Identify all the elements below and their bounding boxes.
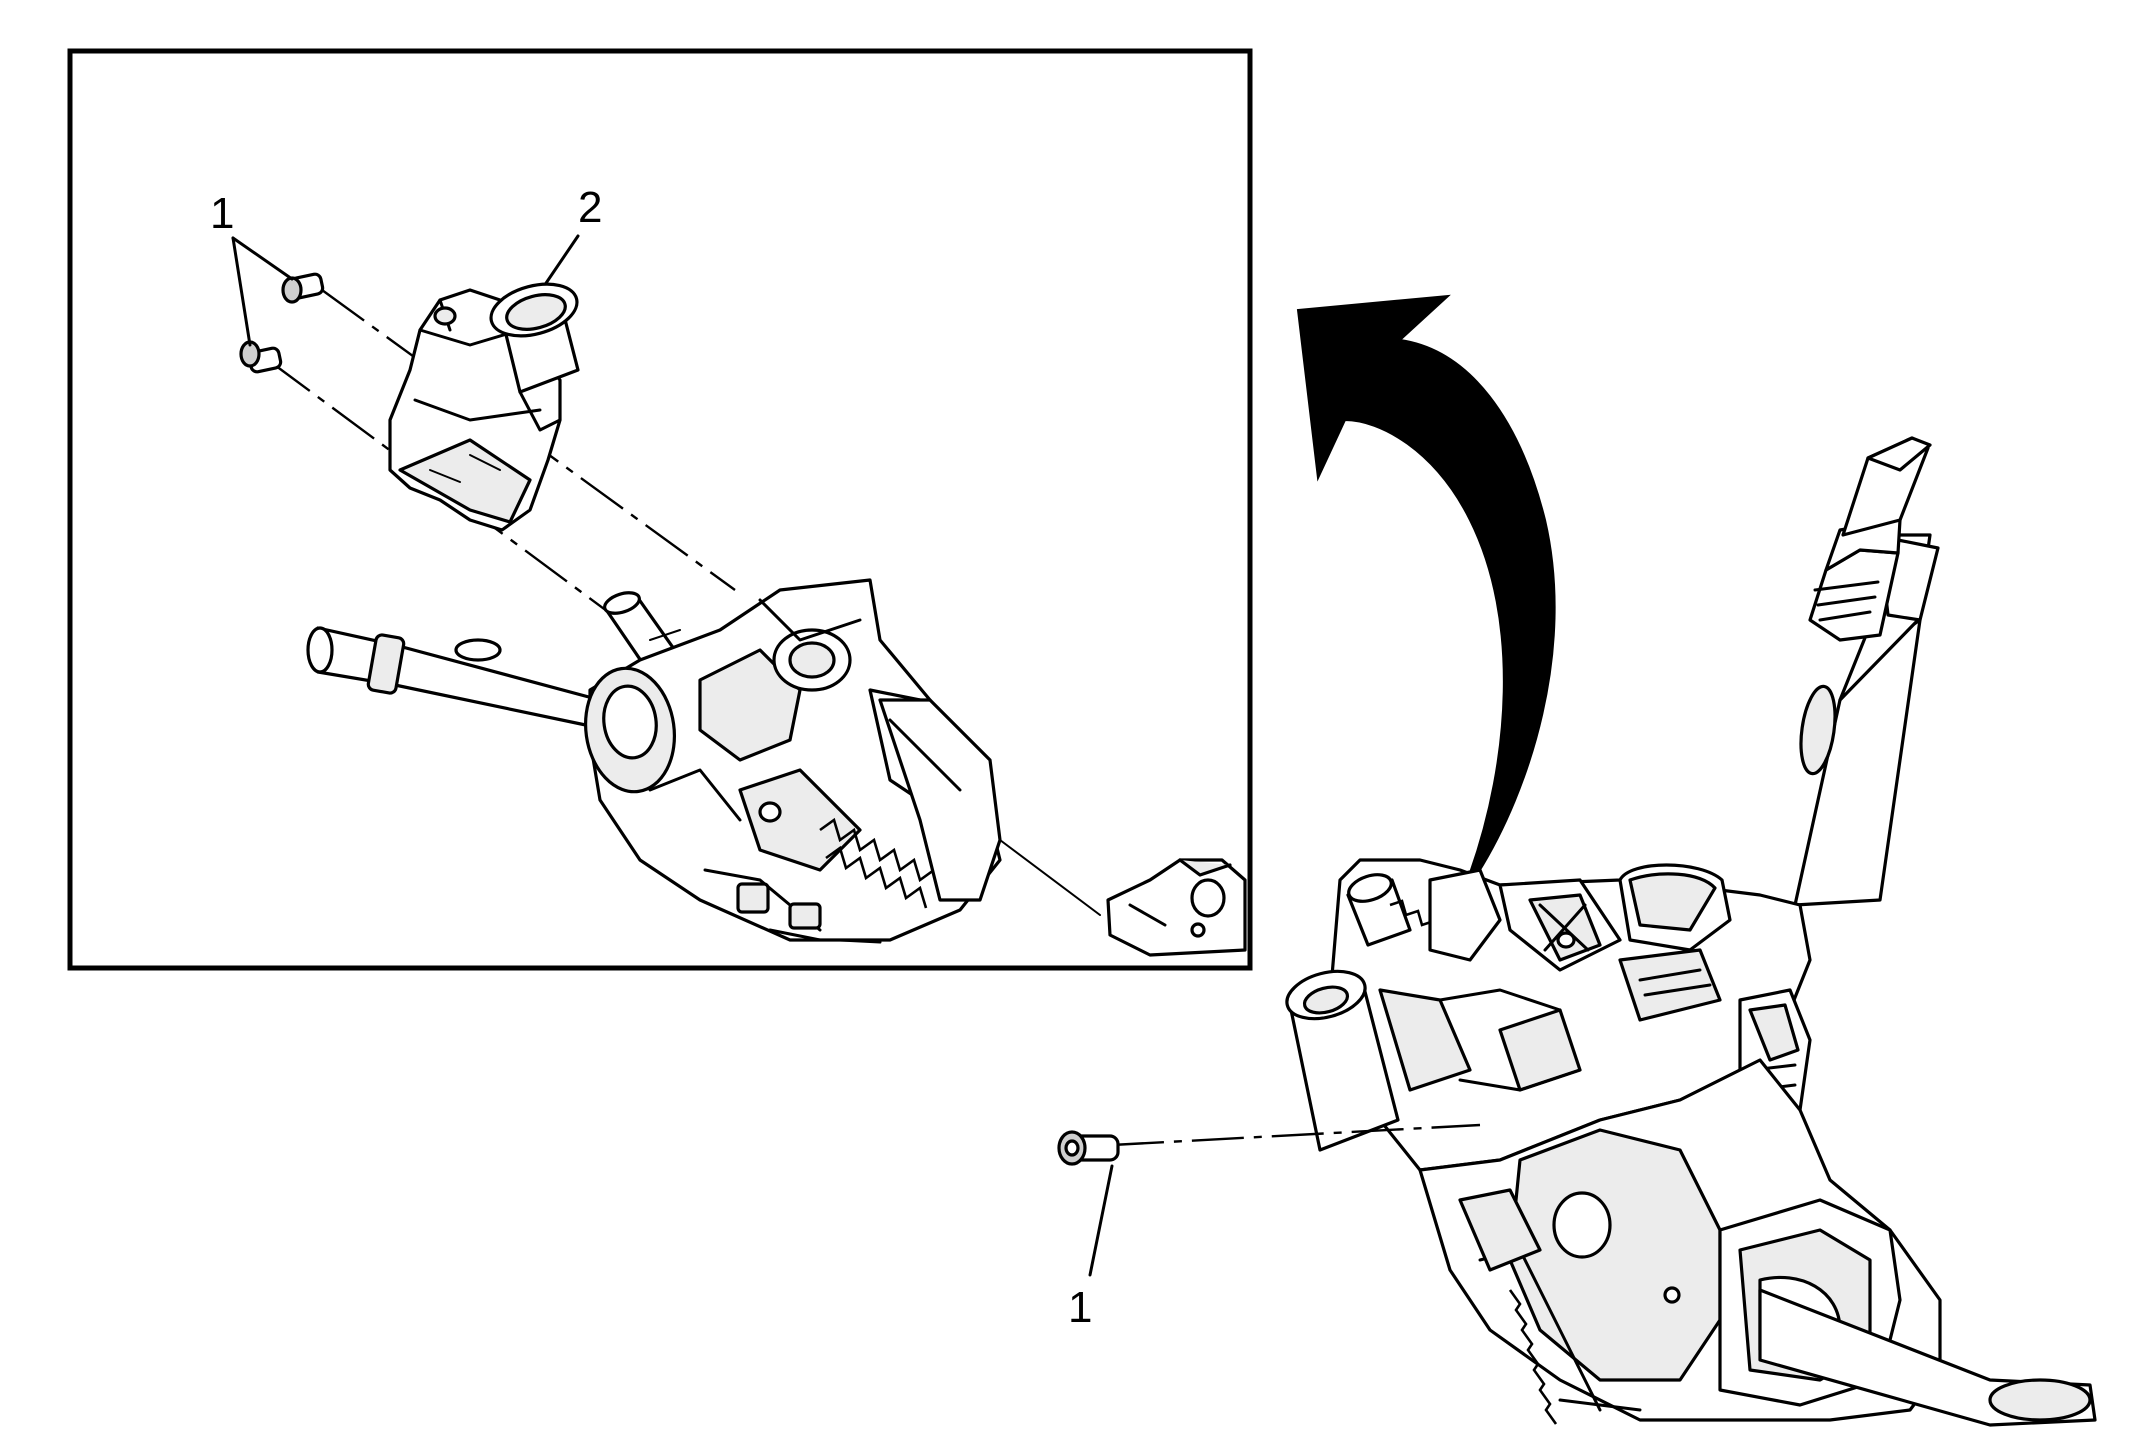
inset-panel: 1 2 <box>67 48 1253 971</box>
rotation-arrow-body <box>1296 294 1556 874</box>
main-screw <box>1057 1130 1120 1166</box>
main-column-assembly <box>1285 436 2097 1427</box>
rotation-arrow <box>1296 294 1556 874</box>
main-callout-fastener: 1 <box>1068 1283 1092 1332</box>
inset-screw-lower <box>239 340 283 374</box>
inset-alignment-line-lower-tail <box>999 839 1101 916</box>
inset-column-assembly <box>306 578 1002 944</box>
inset-mount-bracket <box>1106 858 1247 957</box>
main-alignment-line <box>1111 1123 1481 1147</box>
inset-lock-housing <box>388 282 580 532</box>
inset-leader-fastener-b <box>231 236 252 347</box>
inset-callout-component: 2 <box>578 183 602 232</box>
main-fastener-group: 1 <box>1057 1123 1481 1332</box>
main-leader-fastener <box>1088 1164 1114 1277</box>
inset-callout-fastener: 1 <box>210 189 234 238</box>
inset-leader-fastener-a <box>231 236 294 281</box>
